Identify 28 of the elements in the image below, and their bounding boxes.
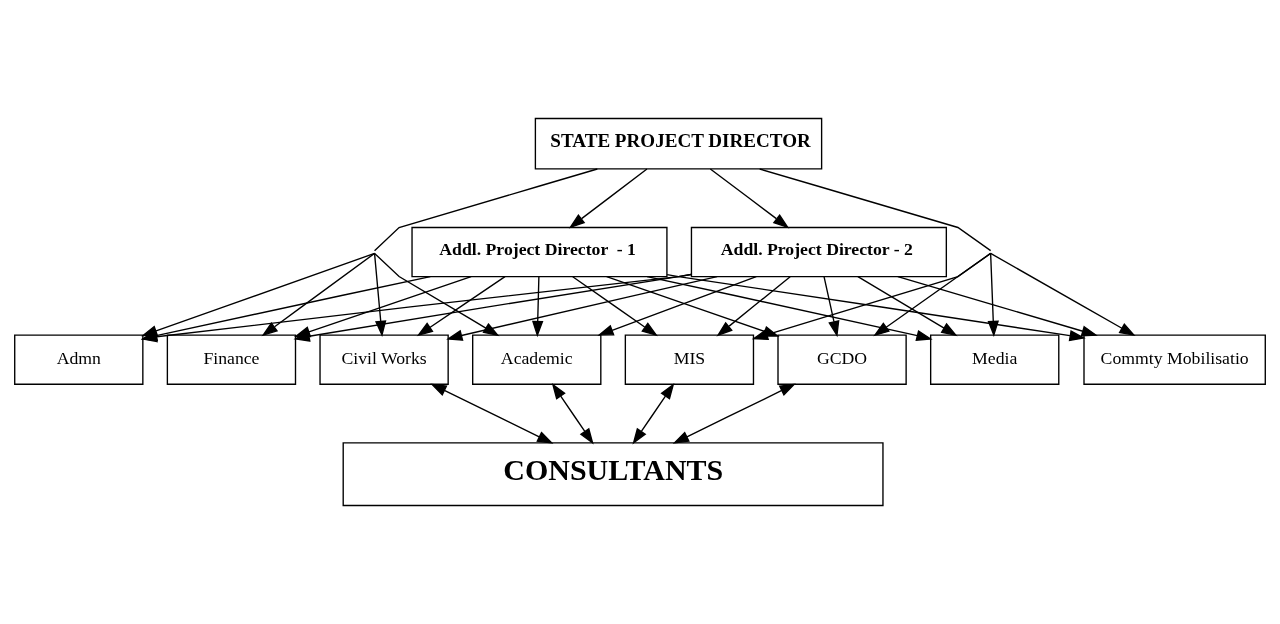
node-box: CONSULTANTS xyxy=(342,442,884,507)
arrow xyxy=(532,276,544,338)
arrow xyxy=(568,168,648,229)
arrow xyxy=(572,276,658,337)
node-box: Media xyxy=(930,334,1060,385)
node-box: Finance xyxy=(166,334,297,385)
node-box: Civil Works xyxy=(319,334,449,385)
arrow xyxy=(823,276,840,338)
node-box: Commty Mobilisatio xyxy=(1083,334,1266,385)
arrow xyxy=(551,383,594,445)
node-box: MIS xyxy=(624,334,755,385)
arrow xyxy=(709,168,790,229)
node-box: Addl. Project Director - 1 xyxy=(411,226,668,278)
arrow xyxy=(430,383,554,444)
node-box: Addl. Project Director - 2 xyxy=(690,226,947,278)
node-box: STATE PROJECT DIRECTOR xyxy=(534,117,823,170)
arrow xyxy=(716,276,791,337)
arrow xyxy=(873,252,992,337)
node-box: GCDO xyxy=(777,334,907,385)
arrow xyxy=(416,276,506,337)
node-box: Academic xyxy=(472,334,602,385)
arrow xyxy=(446,275,718,341)
arrow xyxy=(857,276,958,337)
arrow xyxy=(605,276,780,337)
arrow xyxy=(632,383,675,445)
node-box: Admn xyxy=(14,334,144,385)
arrow xyxy=(672,383,796,444)
arrow xyxy=(597,276,757,336)
